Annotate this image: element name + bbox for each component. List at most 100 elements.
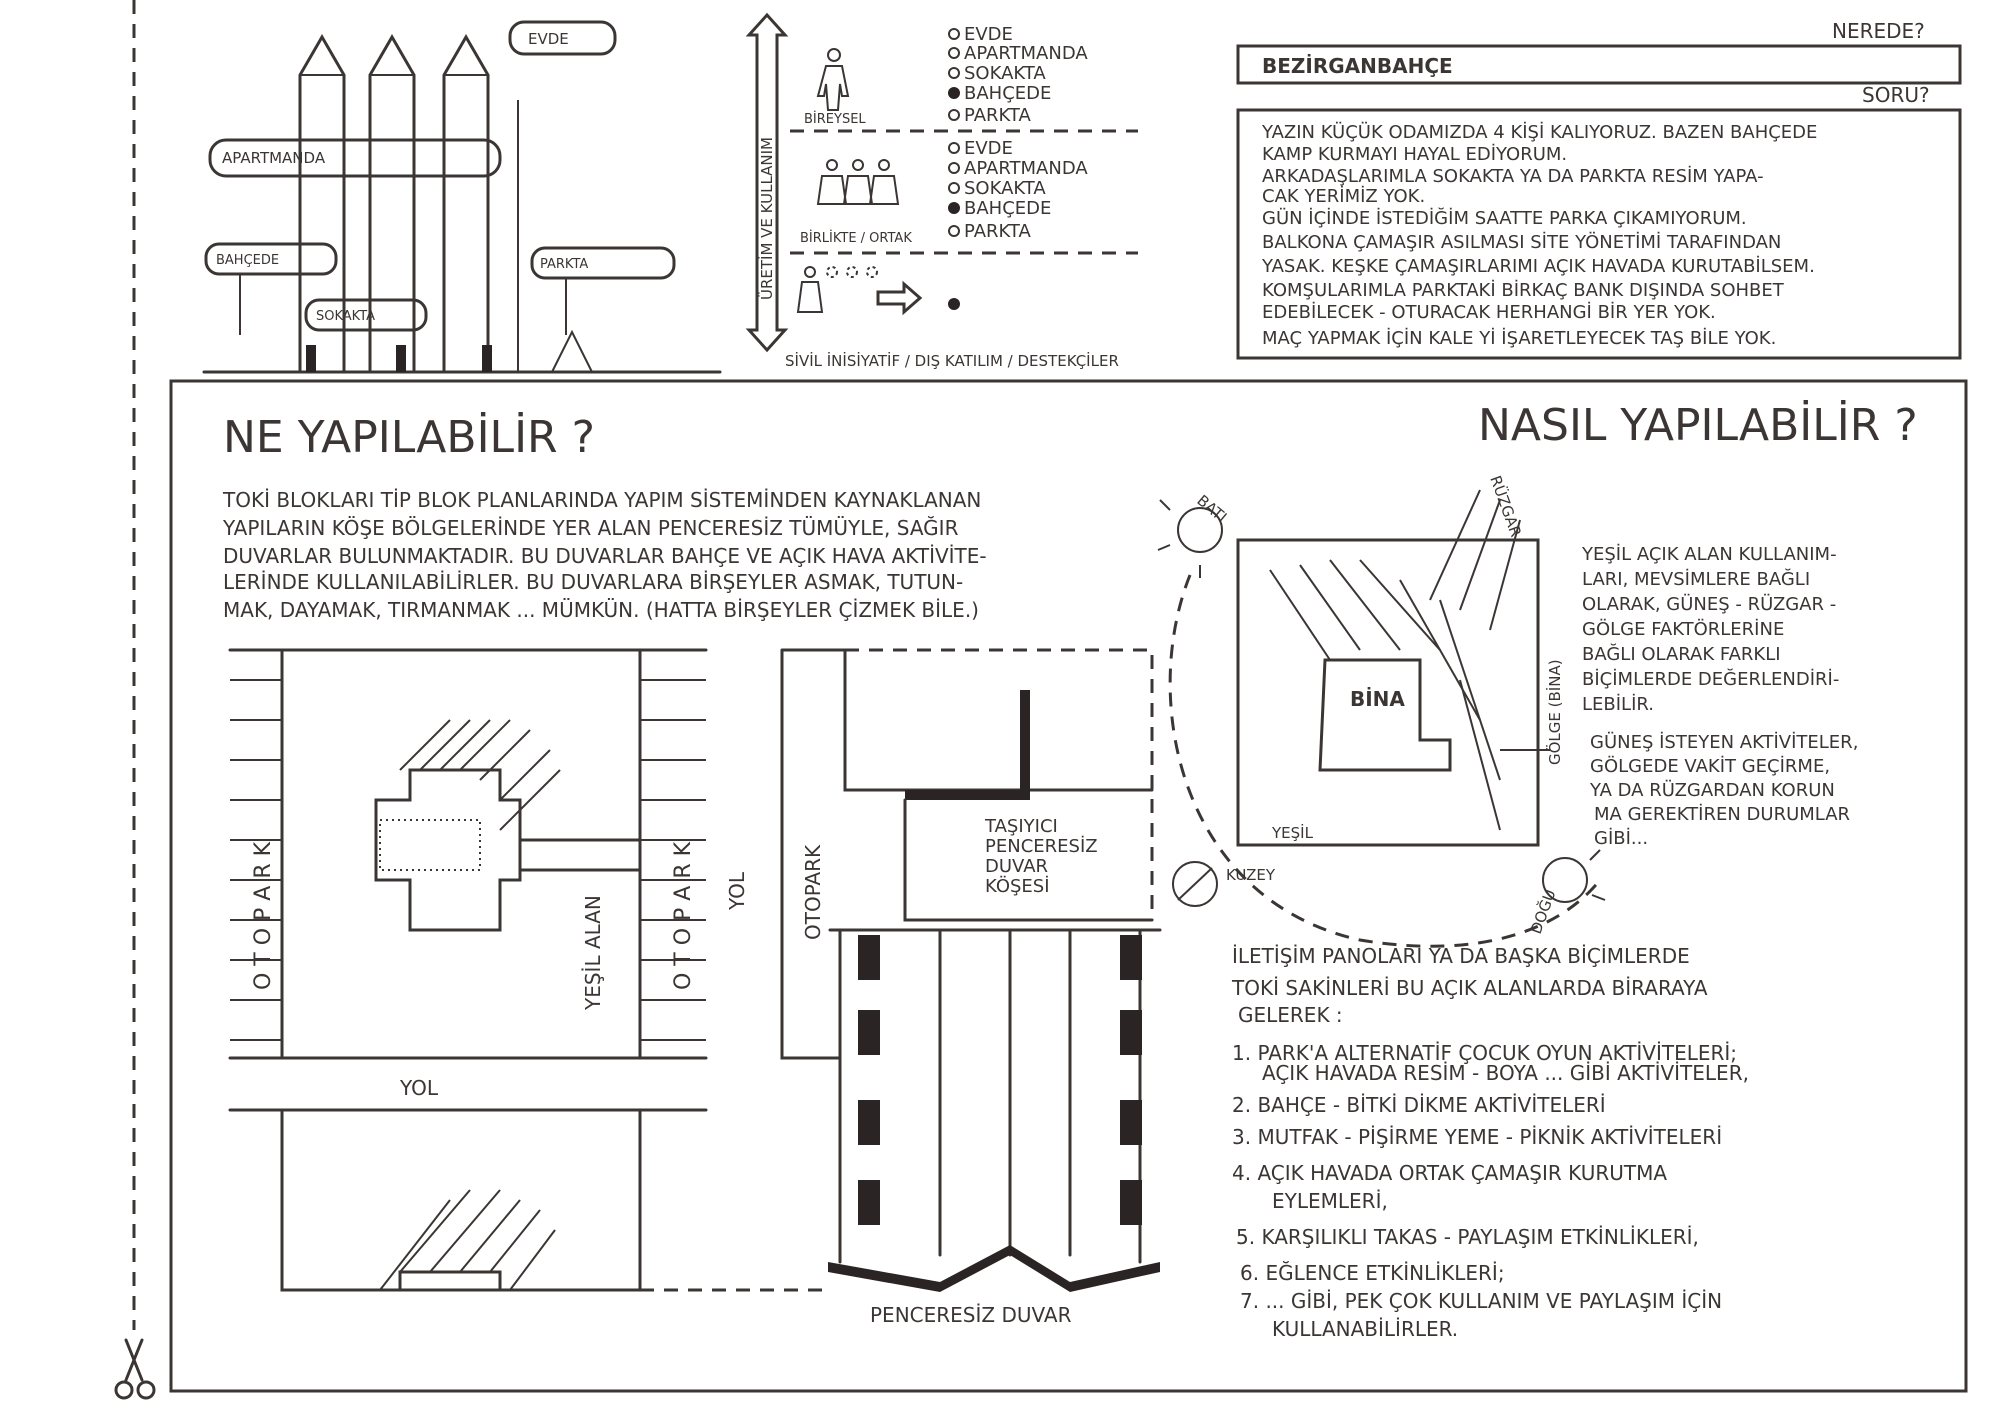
svg-text:GÖLGEDE VAKİT GEÇİRME,: GÖLGEDE VAKİT GEÇİRME, (1590, 755, 1830, 777)
bubble-evde: EVDE (508, 20, 617, 56)
people-group-icon (816, 159, 900, 205)
bubble-parkta: PARKTA (530, 246, 676, 373)
scissors-icon (114, 1338, 156, 1400)
svg-text:SOKAKTA: SOKAKTA (964, 178, 1046, 199)
question-label: SORU? (1862, 83, 1930, 107)
svg-text:LERİNDE KULLANILABİLİRLER. BU: LERİNDE KULLANILABİLİRLER. BU DUVARLARA … (223, 570, 963, 594)
svg-text:YA DA RÜZGARDAN KORUN: YA DA RÜZGARDAN KORUN (1589, 779, 1835, 801)
group-options: EVDE APARTMANDA SOKAKTA BAHÇEDE PARKTA (948, 138, 1088, 242)
svg-text:BALKONA ÇAMAŞIR ASILMASI SİTE: BALKONA ÇAMAŞIR ASILMASI SİTE YÖNETİMİ T… (1262, 231, 1781, 253)
svg-text:EVDE: EVDE (964, 24, 1013, 45)
svg-text:AÇIK HAVADA RESİM - BOYA ... G: AÇIK HAVADA RESİM - BOYA ... GİBİ AKTİVİ… (1262, 1061, 1749, 1085)
support-selected-dot (948, 298, 960, 310)
person-individual-icon (816, 48, 850, 111)
svg-text:YEŞİL AÇIK ALAN KULLANIM-: YEŞİL AÇIK ALAN KULLANIM- (1581, 544, 1837, 565)
where-value: BEZİRGANBAHÇE (1262, 54, 1453, 78)
svg-text:BİNA: BİNA (1350, 687, 1405, 711)
svg-text:4. AÇIK HAVADA ORTAK ÇAMAŞIR K: 4. AÇIK HAVADA ORTAK ÇAMAŞIR KURUTMA (1232, 1161, 1667, 1185)
how-title: NASIL YAPILABİLİR ? (1478, 399, 1918, 451)
svg-text:OLARAK, GÜNEŞ - RÜZGAR -: OLARAK, GÜNEŞ - RÜZGAR - (1582, 593, 1836, 615)
where-label: NEREDE? (1832, 19, 1925, 43)
sun-wind-diagram: BİNA YEŞİL GÖLGE (BİNA) BATI RÜZGAR KUZE… (1157, 473, 1606, 948)
svg-text:PARKTA: PARKTA (540, 257, 588, 272)
svg-text:7. ... GİBİ, PEK ÇOK KULLANIM: 7. ... GİBİ, PEK ÇOK KULLANIM VE PAYLAŞI… (1240, 1289, 1722, 1313)
svg-text:MAÇ YAPMAK İÇİN KALE Yİ İŞARET: MAÇ YAPMAK İÇİN KALE Yİ İŞARETLEYECEK TA… (1262, 328, 1776, 349)
svg-text:DUVARLAR BULUNMAKTADIR. BU DUV: DUVARLAR BULUNMAKTADIR. BU DUVARLAR BAHÇ… (223, 544, 987, 568)
svg-text:5. KARŞILIKLI TAKAS - PAYLAŞIM: 5. KARŞILIKLI TAKAS - PAYLAŞIM ETKİNLİKL… (1236, 1225, 1699, 1249)
individual-options: EVDE APARTMANDA SOKAKTA BAHÇEDE PARKTA (948, 24, 1088, 126)
svg-text:TOKİ BLOKLARI TİP BLOK PLANLAR: TOKİ BLOKLARI TİP BLOK PLANLARINDA YAPIM… (222, 488, 981, 512)
svg-text:ARKADAŞLARIMLA SOKAKTA YA DA P: ARKADAŞLARIMLA SOKAKTA YA DA PARKTA RESİ… (1262, 166, 1764, 187)
bubble-bahcede: BAHÇEDE (204, 242, 338, 335)
svg-text:RÜZGAR: RÜZGAR (1486, 473, 1526, 539)
svg-text:GÜNEŞ İSTEYEN AKTİVİTELER,: GÜNEŞ İSTEYEN AKTİVİTELER, (1590, 731, 1858, 753)
svg-text:BAHÇEDE: BAHÇEDE (964, 198, 1051, 219)
svg-text:1. PARK'A ALTERNATİF ÇOCUK OYU: 1. PARK'A ALTERNATİF ÇOCUK OYUN AKTİVİTE… (1232, 1041, 1737, 1065)
svg-text:YASAK. KEŞKE ÇAMAŞIRLARIMI AÇI: YASAK. KEŞKE ÇAMAŞIRLARIMI AÇIK HAVADA K… (1261, 256, 1815, 277)
buildings-sketch (202, 34, 722, 374)
svg-text:O T O P A R K: O T O P A R K (671, 841, 696, 990)
svg-text:APARTMANDA: APARTMANDA (964, 43, 1088, 64)
svg-text:3. MUTFAK - PİŞİRME YEME - PİK: 3. MUTFAK - PİŞİRME YEME - PİKNİK AKTİVİ… (1232, 1125, 1722, 1149)
question-box (1236, 108, 1962, 360)
svg-text:YAPILARIN KÖŞE BÖLGELERİNDE YE: YAPILARIN KÖŞE BÖLGELERİNDE YER ALAN PEN… (222, 516, 959, 540)
svg-text:6. EĞLENCE ETKİNLİKLERİ;: 6. EĞLENCE ETKİNLİKLERİ; (1240, 1261, 1505, 1285)
svg-text:GÖLGE FAKTÖRLERİNE: GÖLGE FAKTÖRLERİNE (1582, 618, 1784, 640)
svg-text:2. BAHÇE - BİTKİ DİKME AKTİVİT: 2. BAHÇE - BİTKİ DİKME AKTİVİTELERİ (1232, 1093, 1606, 1117)
svg-text:SOKAKTA: SOKAKTA (316, 309, 375, 324)
svg-text:OTOPARK: OTOPARK (801, 844, 825, 940)
svg-text:EDEBİLECEK - OTURACAK HERHANGİ: EDEBİLECEK - OTURACAK HERHANGİ BİR YER Y… (1262, 302, 1716, 323)
bubble-apartmanda: APARTMANDA (208, 138, 502, 178)
sun-east-icon (1542, 849, 1606, 903)
svg-text:KAMP KURMAYI HAYAL EDİYORUM.: KAMP KURMAYI HAYAL EDİYORUM. (1262, 144, 1567, 165)
svg-text:GELEREK :: GELEREK : (1238, 1003, 1343, 1027)
what-paragraph: TOKİ BLOKLARI TİP BLOK PLANLARINDA YAPIM… (222, 488, 987, 622)
svg-text:BİREYSEL: BİREYSEL (804, 111, 866, 127)
people-support-icon (796, 266, 923, 316)
svg-text:EVDE: EVDE (528, 30, 569, 48)
svg-text:YEŞİL ALAN: YEŞİL ALAN (581, 895, 605, 1011)
svg-text:SİVİL İNİSİYATİF / DIŞ KATILIM: SİVİL İNİSİYATİF / DIŞ KATILIM / DESTEKÇ… (785, 351, 1119, 370)
how-side-text: YEŞİL AÇIK ALAN KULLANIM- LARI, MEVSİMLE… (1581, 544, 1858, 849)
svg-text:BİRLİKTE / ORTAK: BİRLİKTE / ORTAK (800, 230, 912, 246)
svg-text:SOKAKTA: SOKAKTA (964, 63, 1046, 84)
svg-text:PENCERESİZ DUVAR: PENCERESİZ DUVAR (870, 1303, 1072, 1327)
svg-text:EYLEMLERİ,: EYLEMLERİ, (1272, 1189, 1388, 1213)
sun-west-icon (1157, 499, 1223, 578)
svg-text:TOKİ SAKİNLERİ BU AÇIK ALANLAR: TOKİ SAKİNLERİ BU AÇIK ALANLARDA BİRARAY… (1231, 976, 1708, 1000)
svg-text:MA GEREKTİREN DURUMLAR: MA GEREKTİREN DURUMLAR (1594, 804, 1850, 825)
svg-text:DUVAR: DUVAR (985, 856, 1048, 877)
svg-text:KÖŞESİ: KÖŞESİ (985, 875, 1050, 897)
svg-text:BAHÇEDE: BAHÇEDE (964, 83, 1051, 104)
svg-text:YOL: YOL (399, 1076, 439, 1100)
svg-text:BAĞLI OLARAK FARKLI: BAĞLI OLARAK FARKLI (1582, 643, 1781, 665)
svg-text:LEBİLİR.: LEBİLİR. (1582, 694, 1654, 715)
site-plan-2: TAŞIYICI PENCERESİZ DUVAR KÖŞESİ OTOPARK… (780, 648, 1162, 1327)
svg-text:APARTMANDA: APARTMANDA (222, 149, 326, 167)
svg-text:İLETİŞİM PANOLARI YA DA BAŞKA: İLETİŞİM PANOLARI YA DA BAŞKA BİÇİMLERDE (1232, 944, 1690, 968)
svg-text:YOL: YOL (725, 871, 749, 911)
compass-north-icon (1172, 861, 1218, 907)
svg-text:GÖLGE (BİNA): GÖLGE (BİNA) (1545, 659, 1564, 765)
svg-text:BAHÇEDE: BAHÇEDE (216, 253, 279, 268)
svg-text:O T O P A R K: O T O P A R K (251, 841, 276, 990)
site-plan-1: O T O P A R K O T O P A R K YEŞİL ALAN Y… (228, 648, 830, 1292)
axis-label: ÜRETİM VE KULLANIM (757, 137, 776, 300)
main-frame (169, 379, 1968, 1393)
svg-text:DOĞU: DOĞU (1526, 887, 1560, 937)
svg-text:LARI, MEVSİMLERE BAĞLI: LARI, MEVSİMLERE BAĞLI (1582, 568, 1810, 590)
svg-text:KUZEY: KUZEY (1226, 866, 1276, 884)
question-text: YAZIN KÜÇÜK ODAMIZDA 4 KİŞİ KALIYORUZ. B… (1261, 121, 1817, 349)
bubble-sokakta: SOKAKTA (304, 298, 428, 332)
svg-text:TAŞIYICI: TAŞIYICI (984, 816, 1058, 837)
svg-text:PARKTA: PARKTA (964, 105, 1032, 126)
where-box (1236, 44, 1962, 85)
svg-text:MAK, DAYAMAK, TIRMANMAK ... MÜ: MAK, DAYAMAK, TIRMANMAK ... MÜMKÜN. (HAT… (223, 598, 979, 622)
svg-text:PENCERESİZ: PENCERESİZ (985, 836, 1098, 857)
svg-text:CAK YERİMİZ YOK.: CAK YERİMİZ YOK. (1262, 186, 1425, 207)
svg-text:YEŞİL: YEŞİL (1271, 823, 1314, 842)
svg-text:BİÇİMLERDE DEĞERLENDİRİ-: BİÇİMLERDE DEĞERLENDİRİ- (1582, 668, 1839, 690)
usage-axis-arrow (745, 12, 789, 353)
svg-text:KULLANABİLİRLER.: KULLANABİLİRLER. (1272, 1317, 1458, 1341)
